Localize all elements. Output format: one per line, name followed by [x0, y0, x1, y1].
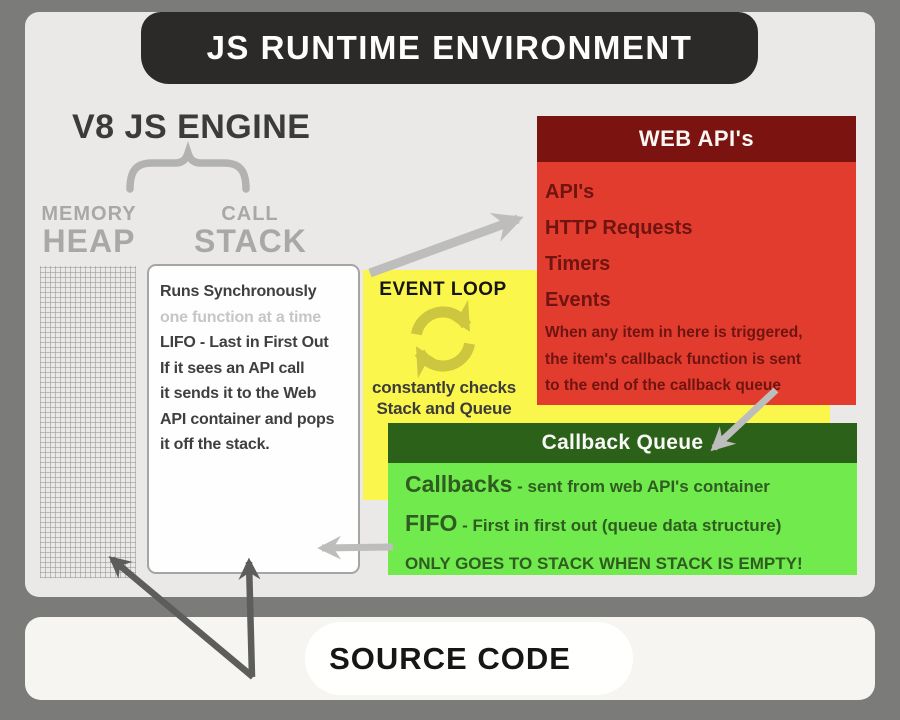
event-loop-caption-line1: constantly checks — [372, 378, 516, 397]
callback-queue-row: ONLY GOES TO STACK WHEN STACK IS EMPTY! — [405, 544, 849, 583]
call-stack-note: it off the stack. — [160, 436, 270, 453]
event-loop-caption-line2: Stack and Queue — [376, 399, 512, 418]
event-loop-caption: constantly checks Stack and Queue — [358, 377, 530, 419]
web-apis-box: WEB API's API's HTTP Requests Timers Eve… — [537, 116, 856, 405]
call-stack-note: LIFO - Last in First Out — [160, 334, 329, 351]
callback-queue-box: Callback Queue Callbacks - sent from web… — [388, 423, 857, 575]
memory-heap-label-line2: HEAP — [42, 223, 136, 259]
call-stack-note: one function at a time — [160, 308, 321, 326]
callback-queue-row-text: - First in first out (queue data structu… — [457, 515, 782, 535]
call-stack-note: API container and pops — [160, 410, 335, 428]
call-stack-note: Runs Synchronously — [160, 283, 317, 300]
callback-queue-row: FIFO - First in first out (queue data st… — [405, 506, 849, 545]
callback-queue-row: Callbacks - sent from web API's containe… — [405, 467, 849, 506]
web-apis-note-line2: the item's callback function is sent — [545, 350, 802, 368]
call-stack-label: CALL STACK — [194, 204, 306, 259]
web-api-item: API's — [545, 181, 595, 203]
web-api-item: HTTP Requests — [545, 217, 693, 239]
source-code-title: SOURCE CODE — [329, 640, 571, 676]
event-loop-title: EVENT LOOP — [379, 279, 507, 300]
source-code-pill — [305, 622, 633, 695]
web-apis-note: When any item in here is triggered, the … — [545, 320, 803, 400]
v8-engine-title: V8 JS ENGINE — [72, 108, 311, 146]
web-apis-title: WEB API's — [638, 126, 755, 151]
callback-queue-row-lead: Callbacks — [405, 471, 513, 497]
web-api-item: Timers — [545, 253, 611, 275]
callback-queue-title: Callback Queue — [541, 431, 704, 454]
refresh-cycle-icon — [410, 300, 476, 378]
call-stack-label-line2: STACK — [194, 223, 307, 259]
diagram-title-banner: JS RUNTIME ENVIRONMENT — [141, 12, 758, 84]
callback-queue-row-text: - sent from web API's container — [512, 477, 770, 496]
memory-heap-grid — [40, 266, 136, 578]
diagram-title: JS RUNTIME ENVIRONMENT — [206, 29, 693, 66]
web-apis-note-line1: When any item in here is triggered, — [545, 324, 803, 341]
web-apis-items: API's HTTP Requests Timers Events — [545, 174, 692, 318]
web-api-item: Events — [545, 289, 611, 311]
memory-heap-label: MEMORY HEAP — [36, 204, 142, 259]
call-stack-label-line1: CALL — [221, 203, 279, 225]
web-apis-note-line3: to the end of the callback queue — [545, 377, 781, 394]
callback-queue-row-lead: FIFO — [405, 509, 458, 536]
callback-queue-row-text: ONLY GOES TO STACK WHEN STACK IS EMPTY! — [405, 554, 803, 573]
source-code-bar: SOURCE CODE — [25, 617, 875, 700]
callback-queue-header: Callback Queue — [388, 423, 857, 463]
call-stack-box: Runs Synchronously one function at a tim… — [147, 264, 360, 574]
web-apis-header: WEB API's — [537, 116, 856, 162]
call-stack-note: If it sees an API call — [160, 359, 305, 377]
memory-heap-label-line1: MEMORY — [41, 203, 137, 225]
callback-queue-rows: Callbacks - sent from web API's containe… — [405, 467, 849, 583]
call-stack-note: it sends it to the Web — [160, 385, 317, 402]
